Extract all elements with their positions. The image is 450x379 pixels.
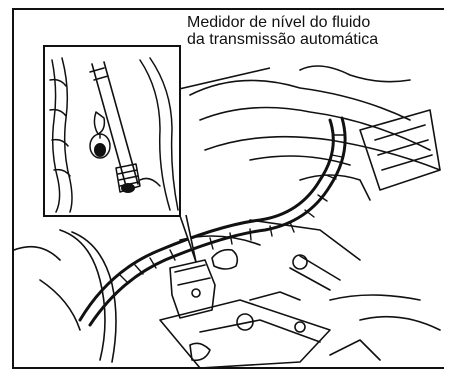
component-caption: Medidor de nível do fluido da transmissã… xyxy=(187,14,450,48)
engine-contour xyxy=(189,79,411,121)
callout-pointer xyxy=(177,209,197,263)
dipstick-tube xyxy=(91,63,127,187)
component-housing xyxy=(359,109,441,191)
caption-line-2: da transmissão automática xyxy=(187,31,379,48)
wiring-harness xyxy=(78,118,335,322)
callout-inset xyxy=(43,45,181,217)
hose xyxy=(59,229,106,361)
caption-line-1: Medidor de nível do fluido xyxy=(187,14,371,31)
lower-component xyxy=(159,299,331,369)
connector-block xyxy=(169,259,216,319)
dipstick-handle xyxy=(211,248,239,270)
